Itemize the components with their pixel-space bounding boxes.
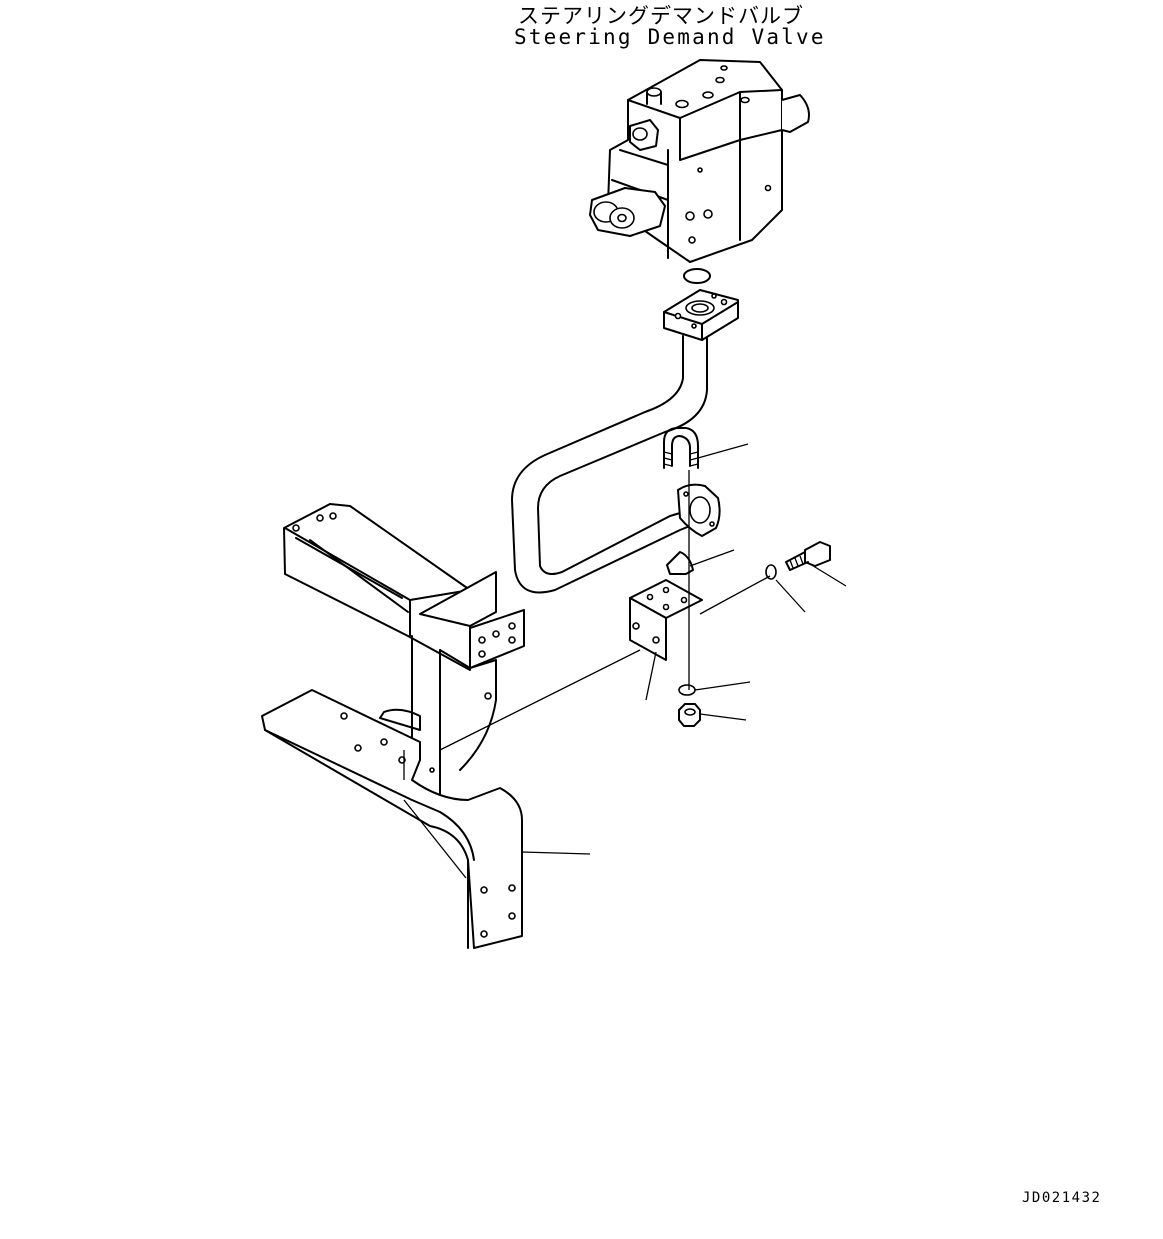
mounting-bracket: [629, 579, 703, 661]
leader-lines: [521, 443, 847, 855]
frame-support: [261, 503, 525, 949]
o-ring: [683, 268, 711, 284]
steering-demand-valve: [589, 59, 810, 263]
washer: [765, 564, 777, 580]
assembly-centerlines: [439, 470, 771, 751]
u-bolt: [663, 427, 699, 469]
tube-clamp-pad: [666, 551, 694, 575]
valve-title-japanese: ステアリングデマンドバルブ: [518, 4, 804, 28]
tube-flange: [663, 289, 739, 341]
bolt: [785, 541, 831, 571]
lock-washer: [678, 684, 696, 696]
drawing-code: JD021432: [1022, 1190, 1102, 1206]
nut: [678, 703, 701, 727]
valve-title-english: Steering Demand Valve: [514, 25, 826, 49]
hydraulic-tube: [511, 335, 708, 594]
